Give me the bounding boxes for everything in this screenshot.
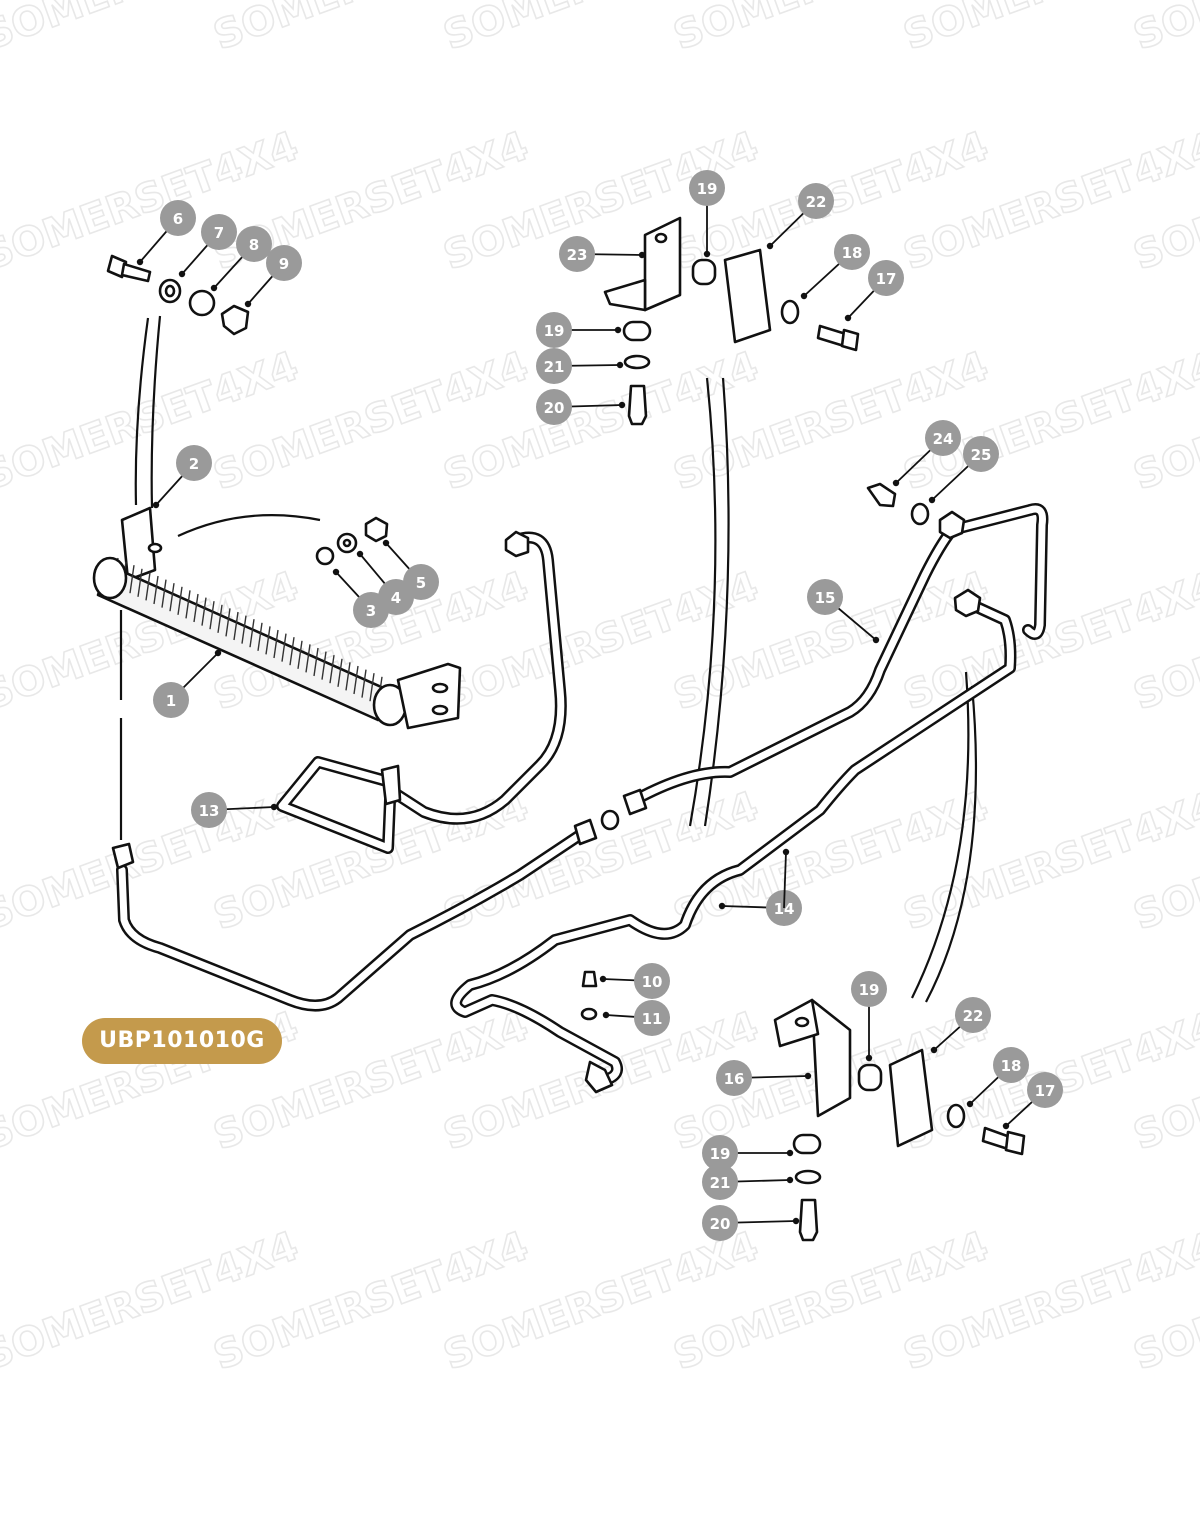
callout-19: 19 <box>536 312 572 348</box>
callout-21: 21 <box>536 348 572 384</box>
callout-7: 7 <box>201 214 237 250</box>
callout-label: 8 <box>249 236 259 254</box>
callout-label: 22 <box>806 193 827 211</box>
callout-label: 1 <box>166 692 176 710</box>
pipe-15 <box>629 503 1049 806</box>
callout-16: 16 <box>716 1060 752 1096</box>
callout-label: 25 <box>971 446 992 464</box>
callout-19: 19 <box>702 1135 738 1171</box>
callout-label: 19 <box>544 322 565 340</box>
callout-18: 18 <box>993 1047 1029 1083</box>
watermark-text: SOMERSET4X4 <box>1128 0 1200 59</box>
callout-label: 19 <box>697 180 718 198</box>
callout-label: 7 <box>214 224 224 242</box>
callout-label: 2 <box>189 455 199 473</box>
callout-label: 19 <box>710 1145 731 1163</box>
callout-5: 5 <box>403 564 439 600</box>
callout-label: 5 <box>416 574 426 592</box>
callout-label: 13 <box>199 802 220 820</box>
fasteners <box>106 216 1026 1242</box>
callout-label: 21 <box>544 358 565 376</box>
pipe-14 <box>450 597 1017 1086</box>
callout-label: 23 <box>567 246 588 264</box>
callout-17: 17 <box>868 260 904 296</box>
callout-20: 20 <box>702 1205 738 1241</box>
callout-6: 6 <box>160 200 196 236</box>
oil-cooler <box>92 506 462 730</box>
callout-label: 18 <box>1001 1057 1022 1075</box>
guide-lines <box>119 315 978 1003</box>
callout-label: 17 <box>876 270 897 288</box>
callout-label: 15 <box>815 589 836 607</box>
callout-1: 1 <box>153 682 189 718</box>
callout-17: 17 <box>1027 1072 1063 1108</box>
callout-label: 11 <box>642 1010 663 1028</box>
callout-label: 24 <box>933 430 954 448</box>
callout-22: 22 <box>798 183 834 219</box>
callout-label: 3 <box>366 602 376 620</box>
callout-15: 15 <box>807 579 843 615</box>
callout-label: 20 <box>544 399 565 417</box>
callout-22: 22 <box>955 997 991 1033</box>
callout-10: 10 <box>634 963 670 999</box>
callout-label: 20 <box>710 1215 731 1233</box>
callout-label: 6 <box>173 210 183 228</box>
callout-label: 18 <box>842 244 863 262</box>
callout-label: 9 <box>279 255 289 273</box>
callout-24: 24 <box>925 420 961 456</box>
callout-layer: 1234567891011131415161717181819191919202… <box>136 170 1063 1241</box>
callout-19: 19 <box>851 971 887 1007</box>
callout-8: 8 <box>236 226 272 262</box>
callout-21: 21 <box>702 1164 738 1200</box>
pipe-main-lower <box>116 829 586 1012</box>
callout-2: 2 <box>176 445 212 481</box>
callout-label: 21 <box>710 1174 731 1192</box>
callout-label: 4 <box>391 589 401 607</box>
callout-20: 20 <box>536 389 572 425</box>
callout-label: 17 <box>1035 1082 1056 1100</box>
callout-11: 11 <box>634 1000 670 1036</box>
part-code-badge: UBP101010G <box>82 1018 282 1064</box>
callout-25: 25 <box>963 436 999 472</box>
callout-9: 9 <box>266 245 302 281</box>
callout-label: 22 <box>963 1007 984 1025</box>
callout-23: 23 <box>559 236 595 272</box>
callout-18: 18 <box>834 234 870 270</box>
callout-label: 19 <box>859 981 880 999</box>
callout-19: 19 <box>689 170 725 206</box>
callout-13: 13 <box>191 792 227 828</box>
pipe-13 <box>276 531 567 854</box>
callout-label: 10 <box>642 973 663 991</box>
callout-label: 14 <box>774 900 795 918</box>
callout-label: 16 <box>724 1070 745 1088</box>
